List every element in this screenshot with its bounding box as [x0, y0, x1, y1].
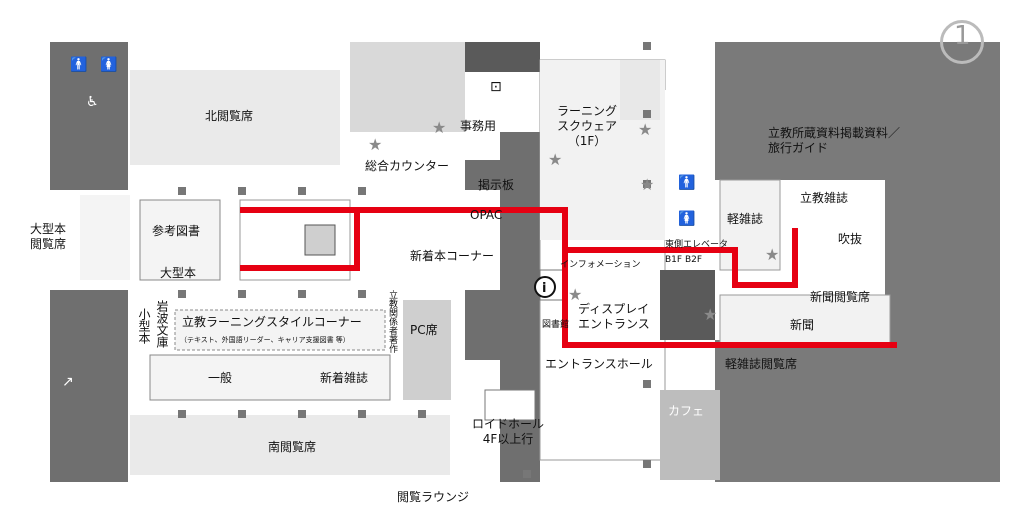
- svg-text:★: ★: [640, 175, 654, 194]
- rikkyo-holdings-label: 立教所蔵資料掲載資料／ 旅行ガイド: [768, 126, 901, 155]
- north-reading-label: 北閲覧席: [205, 109, 254, 123]
- restroom-east-2-icon: 🚺: [678, 211, 696, 227]
- lloyd-hall-label: ロイドホール 4F以上行: [472, 417, 545, 446]
- magazine-shelves: [719, 179, 781, 271]
- office-label: 事務用: [460, 119, 497, 133]
- restroom-men-icon: 🚹: [70, 57, 88, 73]
- rikkyo-magazine-label: 立教雑誌: [800, 191, 849, 205]
- east-elevator-label: 東側エレベータ B1F B2F: [665, 240, 729, 265]
- elevator-icon: ⊡: [490, 79, 502, 95]
- restroom-corridor: [665, 90, 715, 250]
- newspaper-label: 新聞: [790, 318, 815, 332]
- accessible-icon: ♿: [86, 94, 99, 110]
- office-top-block: [465, 42, 540, 72]
- learning-style-note: （テキスト、外国語リーダー、キャリア支援図書 等）: [180, 336, 350, 344]
- south-reading-seats: [130, 415, 450, 475]
- learning-square-label: ラーニング スクウェア （1F）: [557, 104, 618, 148]
- central-elevator: [304, 224, 336, 256]
- east-elevator-block: [660, 270, 715, 340]
- office-area: [465, 72, 540, 132]
- svg-text:★: ★: [765, 245, 779, 264]
- star-icons: ★ ★ ★ ★ ★ ★ ★ ★: [368, 118, 779, 324]
- west-stair-block: [50, 330, 80, 480]
- small-books-label: 小型本: [137, 308, 151, 344]
- cafe-block: [660, 390, 720, 480]
- info-icon: [534, 276, 556, 298]
- pillars: [178, 42, 651, 478]
- reference-label: 参考図書: [152, 224, 201, 238]
- new-magazines-label: 新着雑誌: [320, 371, 369, 385]
- pc-seats-label: PC席: [410, 323, 438, 337]
- svg-text:★: ★: [548, 150, 562, 169]
- learning-style-corner-label: 立教ラーニングスタイルコーナー: [182, 315, 362, 329]
- svg-text:★: ★: [703, 305, 717, 324]
- light-magazine-reading-label: 軽雑誌閲覧席: [725, 357, 798, 371]
- new-books-label: 新着本コーナー: [410, 249, 495, 263]
- rikkyo-researchers-label: 立教関係者著作: [387, 290, 397, 353]
- entrance-hall-label: エントランスホール: [545, 357, 653, 371]
- floor-badge: 1: [940, 20, 984, 64]
- svg-text:★: ★: [638, 120, 652, 139]
- svg-text:★: ★: [368, 135, 382, 154]
- south-reading-label: 南閲覧席: [268, 440, 317, 454]
- lloyd-hall-elevators: [484, 389, 536, 421]
- bulletin-block: [465, 160, 540, 190]
- restroom-women-icon: 🚺: [100, 57, 118, 73]
- bulletin-label: 掲示板: [478, 178, 515, 192]
- library-entry-label: 図書館: [542, 320, 570, 330]
- learning-style-corner-box: [174, 309, 386, 351]
- newspaper-reading-label: 新聞閲覧席: [810, 290, 871, 304]
- svg-text:★: ★: [568, 285, 582, 304]
- north-reading-seats: [130, 70, 340, 165]
- route-north: [240, 207, 798, 288]
- svg-text:★: ★: [432, 118, 446, 137]
- floor-number: 1: [954, 21, 971, 51]
- route-escalator: [240, 210, 360, 271]
- stairs-icon: ↗: [62, 374, 74, 390]
- large-reading-label: 大型本 閲覧席: [30, 222, 67, 251]
- general-shelves: [149, 354, 391, 401]
- reference-shelves: [139, 199, 221, 281]
- opac-label: OPAC: [470, 208, 503, 222]
- light-magazines-label: 軽雑誌: [727, 212, 764, 226]
- svg-text:i: i: [542, 281, 546, 296]
- information-label: インフォメーション: [560, 260, 641, 270]
- atrium-area: [800, 195, 880, 285]
- route-south: [562, 250, 897, 348]
- cafe-label: カフェ: [668, 404, 705, 418]
- general-label: 一般: [208, 371, 233, 385]
- display-entrance-label: ディスプレイ エントランス: [578, 302, 650, 331]
- iwanami-label: 岩波文庫: [155, 300, 169, 348]
- counter-back-area: [350, 42, 465, 132]
- restroom-east-1-icon: 🚹: [678, 175, 696, 191]
- atrium-label: 吹抜: [838, 232, 863, 246]
- general-counter-label: 総合カウンター: [365, 159, 450, 173]
- gate-stairs: [465, 290, 505, 360]
- reading-lounge-label: 閲覧ラウンジ: [397, 490, 470, 504]
- pc-area: [403, 300, 451, 400]
- large-book-tables: [80, 195, 130, 280]
- large-books-label: 大型本: [160, 266, 197, 280]
- square-corner: [620, 60, 660, 120]
